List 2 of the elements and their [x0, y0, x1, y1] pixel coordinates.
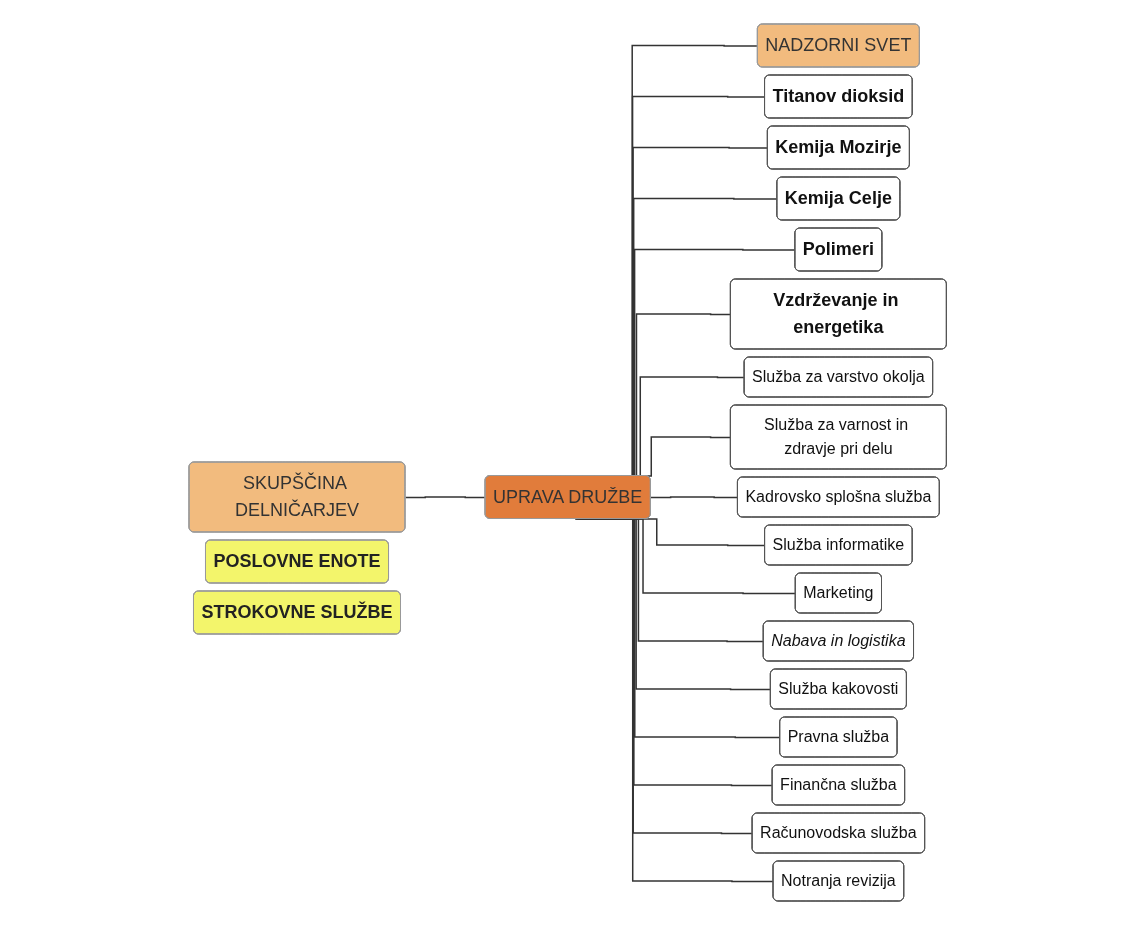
connector [405, 496, 487, 499]
connector [650, 496, 739, 499]
